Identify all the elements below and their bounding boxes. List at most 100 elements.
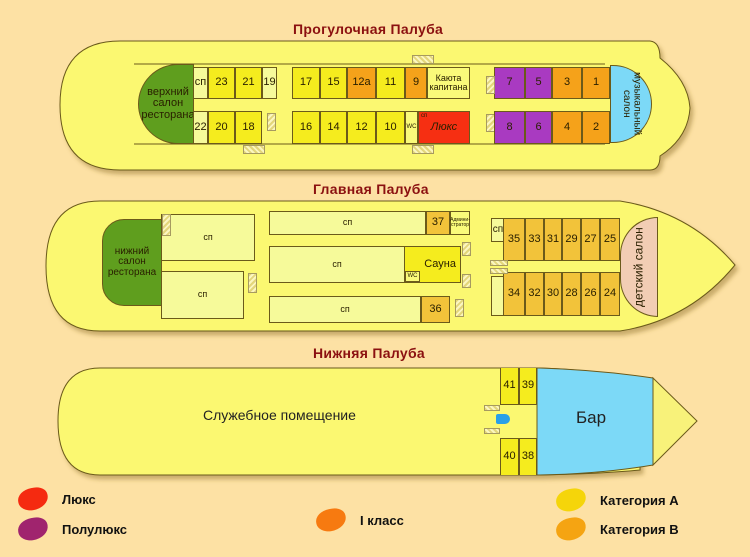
service-room-sp-2[interactable]: сп [161, 271, 244, 319]
cabin-41[interactable]: 41 [500, 368, 519, 405]
cabin-2[interactable]: 2 [582, 111, 610, 144]
cabin-39[interactable]: 39 [519, 368, 537, 405]
cabin-4[interactable]: 4 [552, 111, 582, 144]
lux-sp-label: сп [421, 113, 428, 119]
elevator-icon [496, 414, 510, 424]
cabin-27[interactable]: 27 [581, 218, 600, 261]
cabin-20[interactable]: 20 [208, 111, 235, 144]
lower-deck-title: Нижняя Палуба [313, 345, 426, 361]
brush-swatch-icon [554, 486, 588, 514]
cabin-sp-top[interactable]: сп [193, 67, 208, 99]
cabin-3[interactable]: 3 [552, 67, 582, 99]
legend-category-a: Категория А [554, 486, 679, 514]
cabin-14[interactable]: 14 [320, 111, 347, 144]
legend-semi-lux: Полулюкс [16, 515, 127, 543]
cabin-18[interactable]: 18 [235, 111, 262, 144]
service-room-sp-5[interactable]: сп [269, 296, 421, 323]
cabin-5[interactable]: 5 [525, 67, 552, 99]
cabin-label: 12 [355, 120, 368, 133]
stairs-icon [412, 55, 434, 64]
cabin-16[interactable]: 16 [292, 111, 320, 144]
cabin-35[interactable]: 35 [503, 218, 525, 261]
stairs-icon [162, 214, 171, 236]
cabin-12a[interactable]: 12а [347, 67, 376, 99]
cabin-label: 34 [507, 287, 521, 300]
cabin-label: 20 [215, 120, 228, 133]
cabin-label: 10 [384, 120, 397, 133]
cabin-label: 9 [412, 76, 420, 89]
brush-swatch-icon [554, 515, 588, 543]
cabin-19[interactable]: 19 [262, 67, 277, 99]
cabin-9[interactable]: 9 [405, 67, 427, 99]
cabin-label: 27 [584, 232, 597, 245]
cabin-label: 16 [299, 120, 313, 133]
stairs-icon [462, 242, 471, 256]
cabin-40[interactable]: 40 [500, 438, 519, 475]
captain-cabin[interactable]: Каюта капитана [427, 67, 470, 99]
cabin-label: 32 [528, 287, 541, 300]
cabin-label: 5 [535, 76, 542, 89]
service-room-sp-1[interactable]: сп [161, 214, 255, 261]
cabin-34[interactable]: 34 [503, 272, 525, 316]
service-room-sp-3[interactable]: сп [269, 211, 426, 235]
cabin-8[interactable]: 8 [494, 111, 525, 144]
cabin-37[interactable]: 37 [426, 211, 450, 235]
stairs-icon [490, 260, 508, 266]
promenade-deck-title: Прогулочная Палуба [293, 21, 444, 37]
cabin-12[interactable]: 12 [347, 111, 376, 144]
cabin-label: 23 [215, 76, 228, 89]
sp-label: сп [203, 231, 213, 242]
cabin-label: 8 [506, 120, 513, 133]
cabin-17[interactable]: 17 [292, 67, 320, 99]
cabin-label: 11 [384, 76, 397, 89]
cabin-30[interactable]: 30 [544, 272, 562, 316]
sp-label: сп [332, 258, 342, 269]
cabin-label: сп [194, 76, 207, 89]
cabin-23[interactable]: 23 [208, 67, 235, 99]
cabin-33[interactable]: 33 [525, 218, 544, 261]
cabin-6[interactable]: 6 [525, 111, 552, 144]
cabin-label: 18 [242, 120, 255, 133]
cabin-28[interactable]: 28 [562, 272, 581, 316]
cabin-lux[interactable]: сп Люкс [418, 111, 470, 144]
cabin-label: 6 [535, 120, 542, 133]
cabin-22[interactable]: 22 [193, 111, 208, 144]
cabin-1[interactable]: 1 [582, 67, 610, 99]
cabin-15[interactable]: 15 [320, 67, 347, 99]
brush-swatch-icon [16, 485, 50, 513]
cabin-10[interactable]: 10 [376, 111, 405, 144]
cabin-label: 1 [592, 76, 600, 89]
cabin-label: 35 [507, 232, 521, 245]
wc-main[interactable]: WC [405, 271, 420, 282]
cabin-label: 19 [263, 76, 276, 89]
legend-label: Категория В [600, 521, 679, 537]
cabin-label: 7 [506, 76, 513, 89]
service-room-sp-4[interactable]: сп [269, 246, 405, 283]
lux-label: Люкс [430, 120, 458, 133]
brush-swatch-icon [16, 515, 50, 543]
administrator-room[interactable]: Админи-стратор [450, 211, 470, 235]
cabin-29[interactable]: 29 [562, 218, 581, 261]
cabin-25[interactable]: 25 [600, 218, 620, 261]
cabin-36[interactable]: 36 [421, 296, 450, 323]
upper-restaurant-salon[interactable]: верхний салон ресторана [138, 64, 195, 144]
cabin-label: 15 [327, 76, 340, 89]
cabin-24[interactable]: 24 [600, 272, 620, 316]
cabin-26[interactable]: 26 [581, 272, 600, 316]
cabin-31[interactable]: 31 [544, 218, 562, 261]
cabin-7[interactable]: 7 [494, 67, 525, 99]
stairs-icon [267, 113, 276, 131]
cabin-11[interactable]: 11 [376, 67, 405, 99]
cabin-label: 24 [603, 287, 617, 300]
sp-label: сп [492, 223, 504, 235]
cabin-21[interactable]: 21 [235, 67, 262, 99]
cabin-label: 38 [521, 450, 535, 463]
stairs-icon [462, 274, 471, 288]
cabin-32[interactable]: 32 [525, 272, 544, 316]
music-salon-label: музыкальный салон [621, 72, 643, 136]
legend-label: Люкс [62, 491, 96, 507]
captain-cabin-label: Каюта капитана [429, 72, 468, 92]
lower-restaurant-salon[interactable]: нижний салон ресторана [102, 219, 162, 306]
cabin-38[interactable]: 38 [519, 438, 537, 475]
wc-promenade[interactable]: WC [405, 111, 418, 144]
